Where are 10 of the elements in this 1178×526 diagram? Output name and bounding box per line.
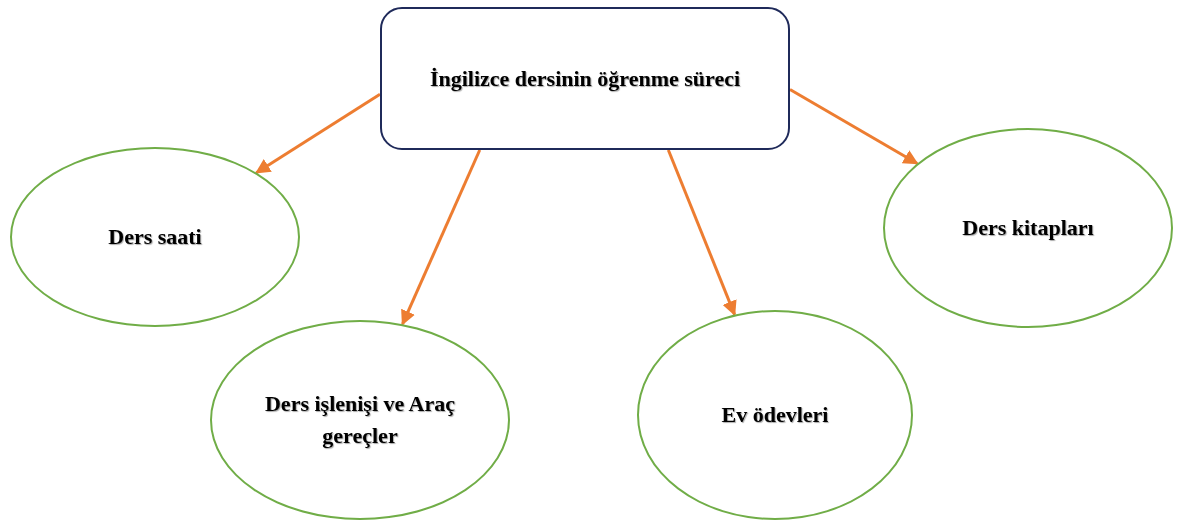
node-label: Ders saati (108, 223, 202, 252)
arrow (255, 92, 381, 174)
node-label: İngilizce dersinin öğrenme süreci (429, 64, 741, 93)
node-label: Ders işlenişi ve Araç gereçler (264, 390, 456, 450)
arrow (401, 149, 482, 326)
process-box (380, 7, 790, 150)
arrow (789, 88, 919, 165)
arrow (666, 149, 737, 316)
node-label: Ev ödevleri (721, 401, 829, 430)
node-label: Ders kitapları (962, 214, 1094, 243)
